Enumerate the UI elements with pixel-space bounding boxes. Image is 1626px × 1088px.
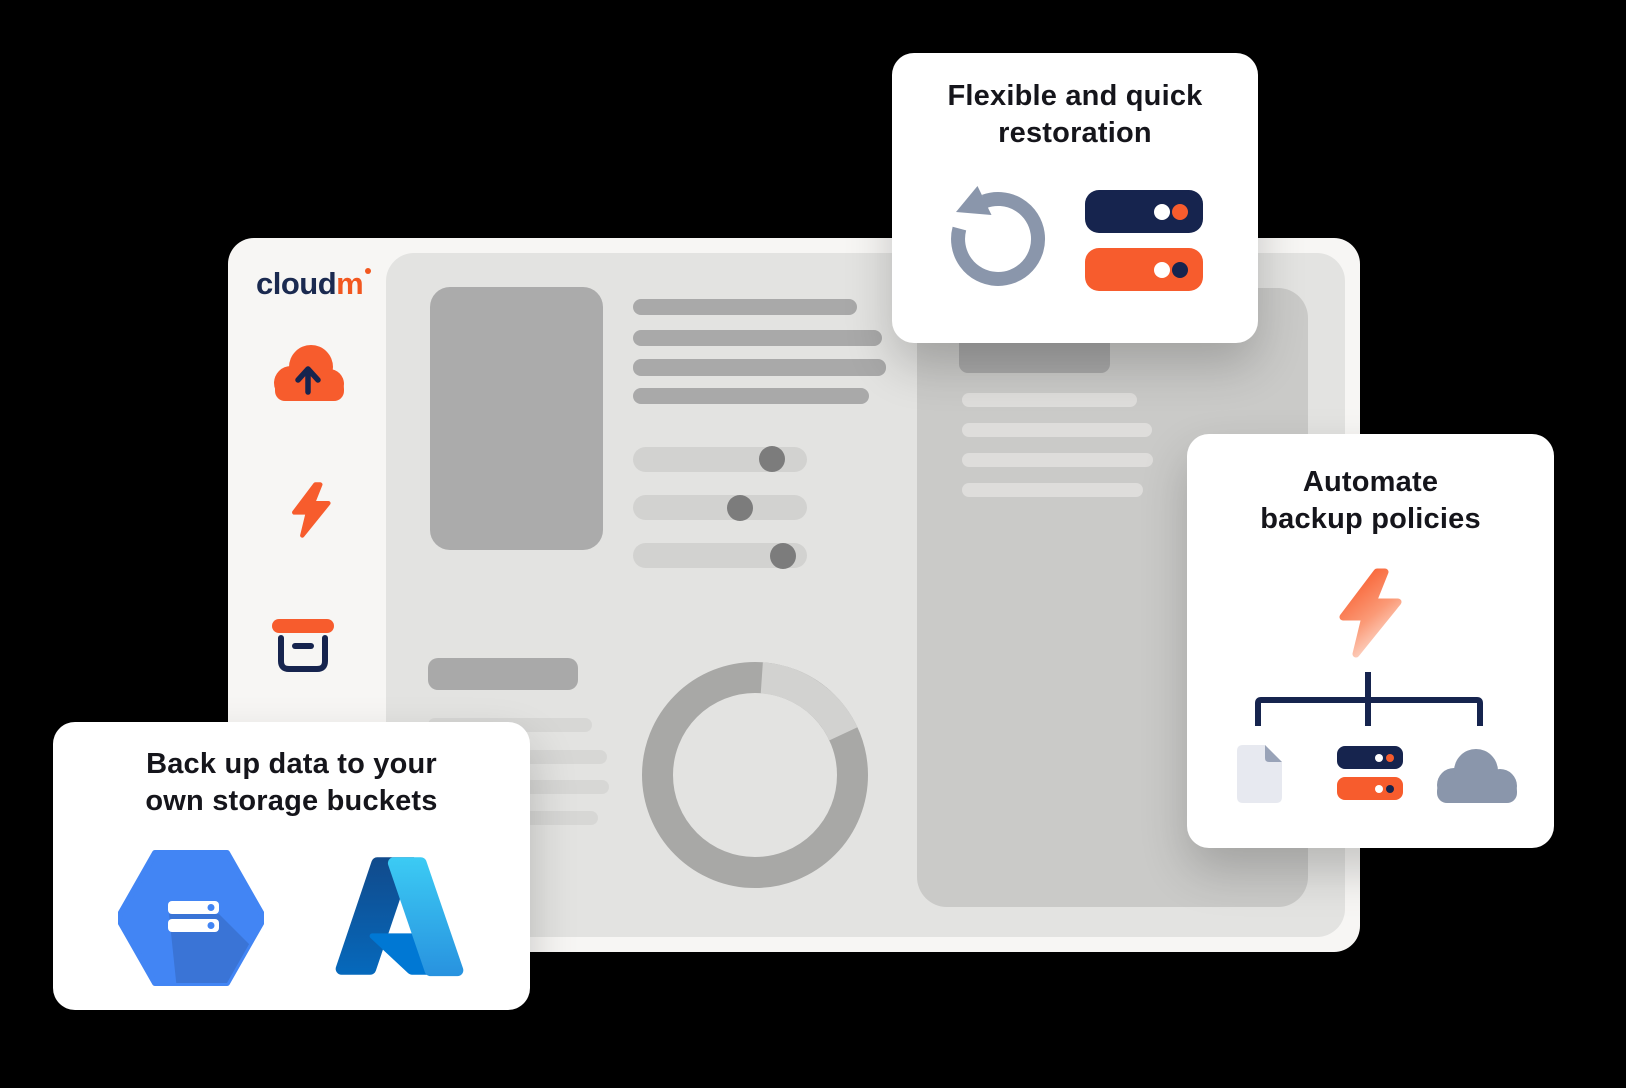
text-line-placeholder — [962, 483, 1143, 497]
button-placeholder[interactable] — [428, 658, 578, 690]
text-line-placeholder — [962, 393, 1137, 407]
title-line-1: Back up data to your — [146, 748, 437, 780]
title-line-1: Automate — [1302, 466, 1439, 498]
cloudm-logo: cloudm — [256, 266, 372, 302]
status-dot — [1375, 784, 1383, 793]
lightning-gradient-icon — [1339, 568, 1402, 658]
text-bar-placeholder — [633, 330, 882, 346]
text-line-placeholder — [962, 453, 1153, 467]
text-line-placeholder — [962, 423, 1152, 437]
status-dot — [1386, 784, 1394, 793]
status-dot — [1172, 203, 1188, 220]
policy-tree-connector — [1255, 672, 1483, 726]
logo-text-cloud: cloud — [256, 266, 337, 301]
server-bar-orange — [1085, 248, 1203, 291]
sidebar-item-backup[interactable] — [267, 341, 347, 408]
text-bar-placeholder — [633, 299, 857, 315]
trademark-dot-icon — [365, 268, 372, 274]
sidebar-item-automation[interactable] — [285, 482, 337, 543]
server-bar-orange — [1337, 777, 1403, 800]
status-dot — [1375, 753, 1383, 762]
callout-title: Flexible and quick restoration — [892, 53, 1258, 152]
title-line-2: backup policies — [1260, 503, 1481, 535]
cloud-icon — [1437, 749, 1517, 803]
document-icon — [1237, 745, 1282, 803]
callout-title: Back up data to your own storage buckets — [53, 722, 530, 820]
title-line-2: restoration — [998, 117, 1152, 149]
status-dot — [1154, 203, 1170, 220]
server-bar-navy — [1085, 190, 1203, 233]
restore-arrow-icon — [951, 186, 1046, 286]
callout-storage: Back up data to your own storage buckets — [53, 722, 530, 1010]
slider-knob[interactable] — [759, 446, 785, 472]
slider-knob[interactable] — [770, 543, 796, 569]
thumbnail-placeholder — [430, 287, 603, 550]
callout-automation: Automate backup policies — [1187, 434, 1554, 848]
slider[interactable] — [633, 495, 807, 520]
archive-icon — [272, 619, 334, 672]
title-line-2: own storage buckets — [145, 785, 438, 817]
azure-icon — [335, 857, 464, 977]
sidebar-item-archive[interactable] — [272, 619, 334, 678]
status-dot — [1386, 753, 1394, 762]
text-bar-placeholder — [633, 388, 869, 404]
status-dot — [1172, 261, 1188, 278]
title-line-1: Flexible and quick — [947, 80, 1203, 112]
server-bar-navy — [1337, 746, 1403, 769]
donut-chart-placeholder — [642, 662, 868, 888]
slider-knob[interactable] — [727, 495, 753, 521]
google-cloud-storage-icon — [118, 850, 264, 986]
callout-restoration: Flexible and quick restoration — [892, 53, 1258, 343]
logo-text-m: m — [336, 266, 364, 301]
cloud-upload-icon — [274, 345, 344, 401]
status-dot — [1154, 261, 1170, 278]
lightning-icon — [292, 482, 331, 538]
text-bar-placeholder — [633, 359, 886, 376]
callout-title: Automate backup policies — [1187, 434, 1554, 538]
